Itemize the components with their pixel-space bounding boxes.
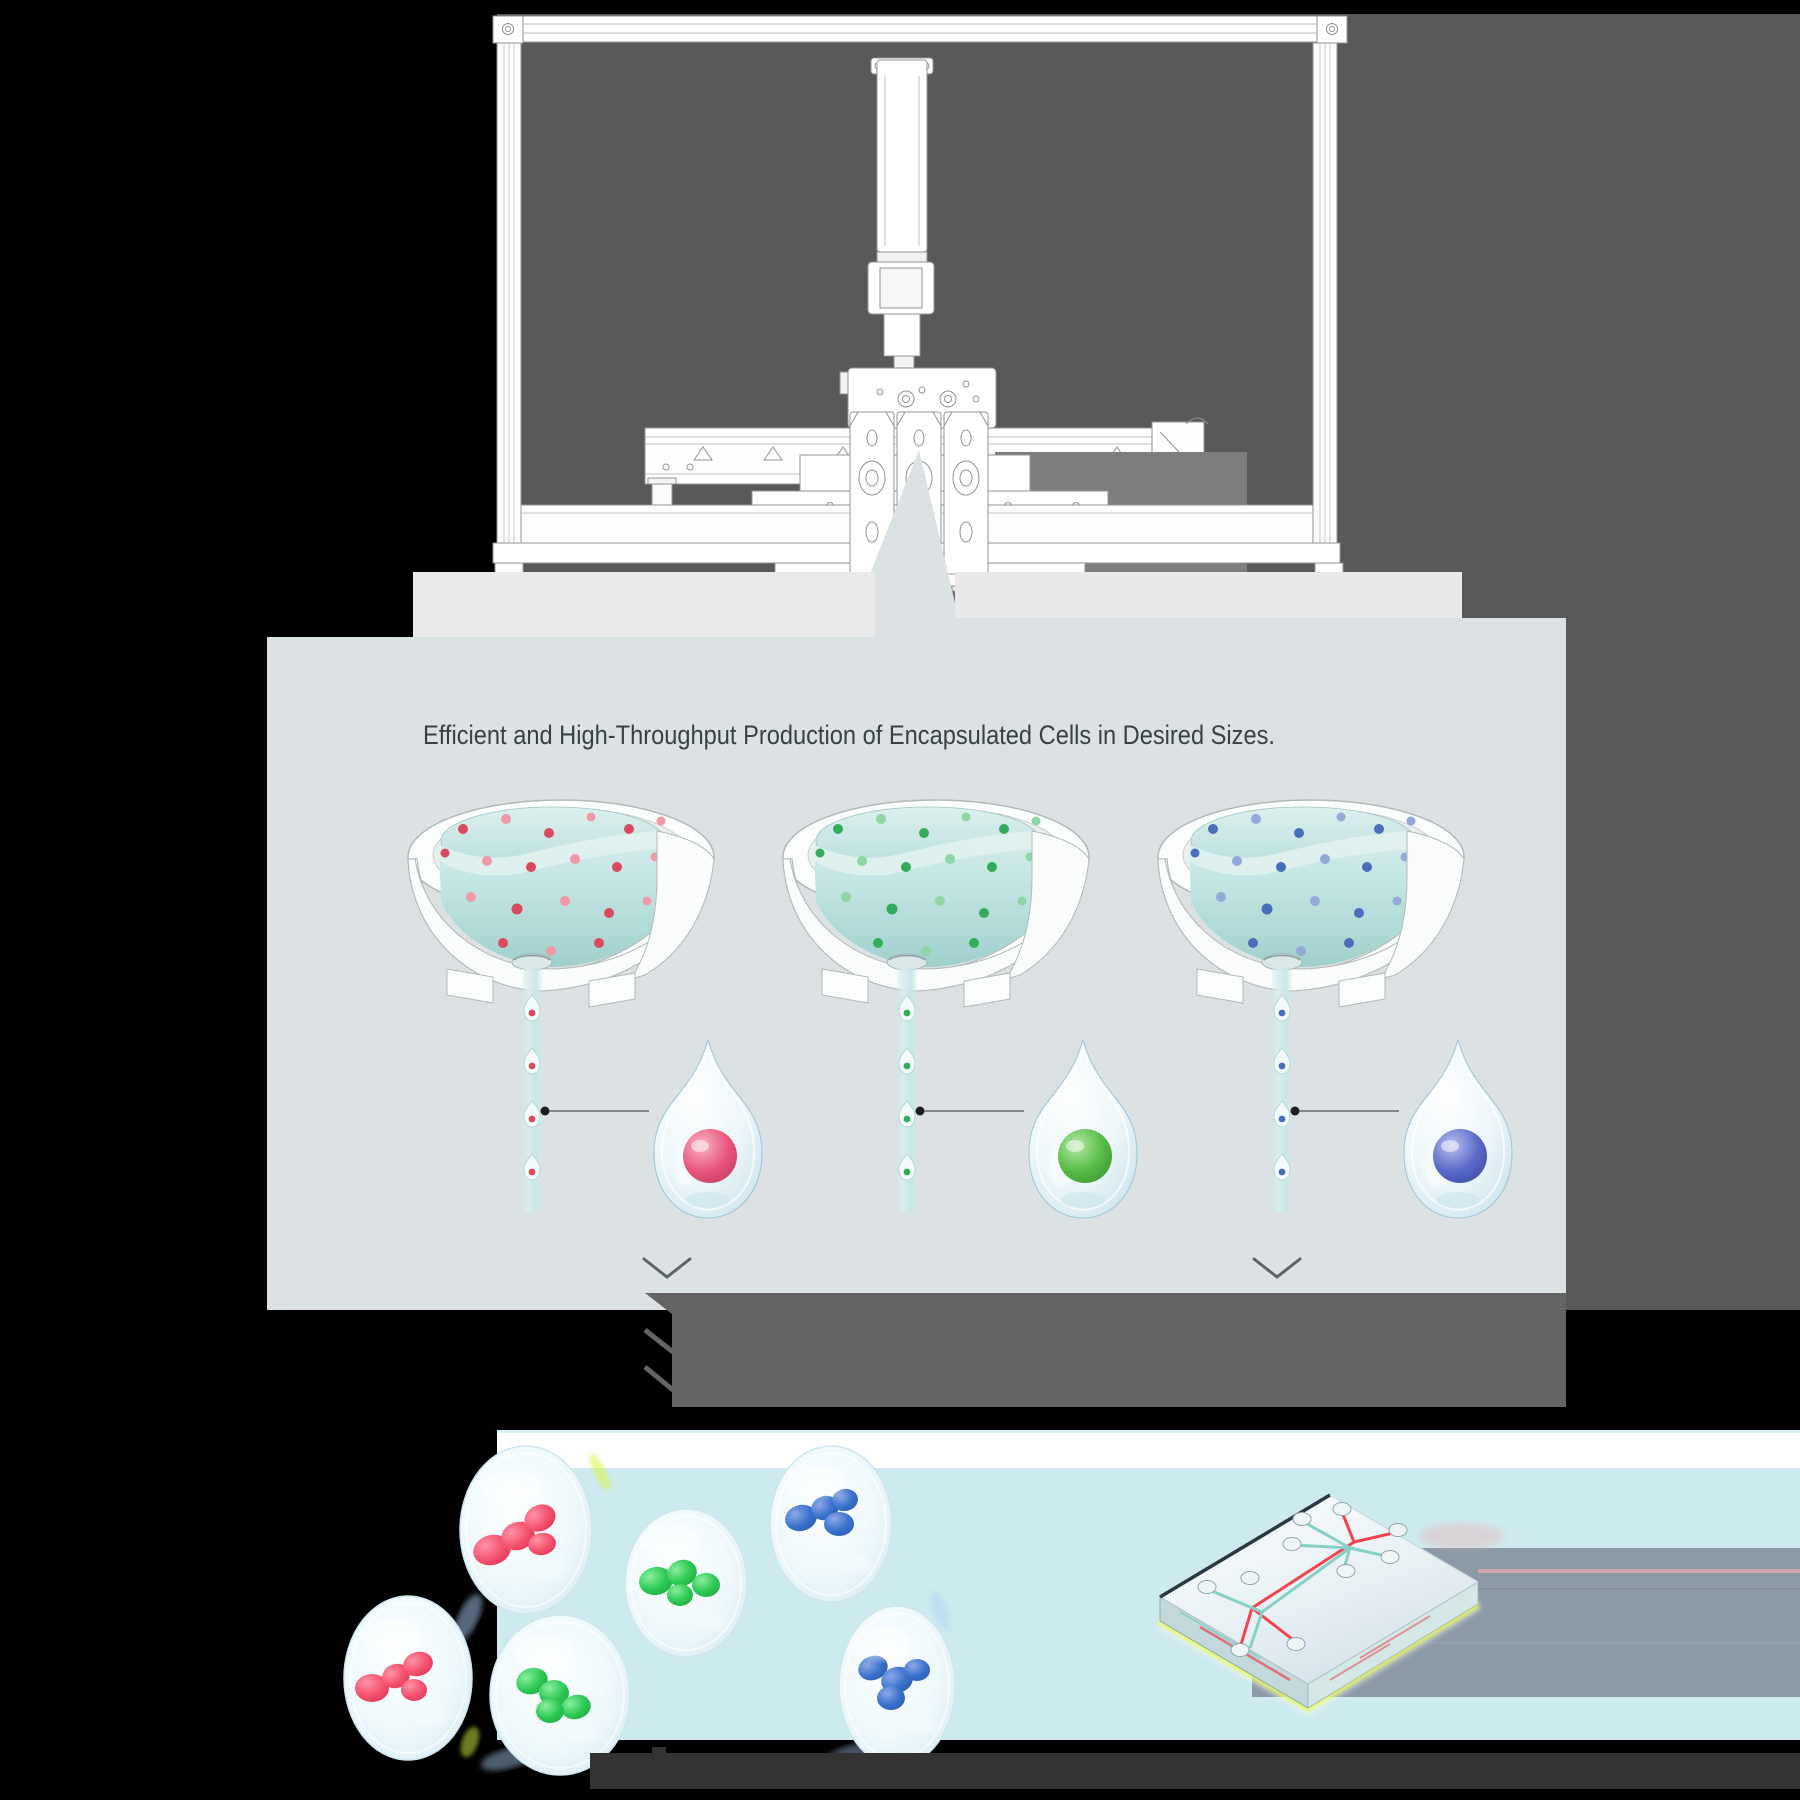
headline: Efficient and High-Throughput Production… [423, 720, 1275, 750]
chevron-down-icon [642, 1257, 692, 1279]
chip-teal-channels [1206, 1519, 1391, 1649]
droplet-stream [897, 967, 917, 1212]
chip-ports [1197, 1502, 1408, 1657]
magnified-droplet [653, 1038, 763, 1219]
station-red [407, 799, 763, 1219]
capsules-layer [343, 1445, 956, 1776]
light-strip-left [413, 572, 875, 637]
magnified-droplet [1403, 1038, 1513, 1219]
droplet-stream [1272, 967, 1292, 1212]
station-blue [1157, 799, 1513, 1219]
capsule-red-2 [343, 1595, 473, 1761]
card-white-band [497, 1433, 1800, 1468]
magnified-droplet [1028, 1038, 1138, 1219]
droplet-stream [522, 967, 542, 1212]
capsule-blue-1 [769, 1445, 893, 1603]
light-strip-right [955, 572, 1462, 618]
under-panel-block [645, 1293, 1566, 1407]
microfluidic-chip [1156, 1493, 1482, 1715]
callout-marker-dot [1290, 1106, 1300, 1116]
stations-layer [407, 799, 1513, 1219]
callout-marker-dot [915, 1106, 925, 1116]
caption-cutoff-bar [590, 1747, 1800, 1789]
callout-marker-dot [540, 1106, 550, 1116]
light-strip-right-lower [955, 618, 1566, 637]
capsule-green-2 [624, 1508, 748, 1658]
capsule-blue-2 [838, 1605, 956, 1767]
station-green [782, 799, 1138, 1219]
capsule-green-1 [489, 1614, 631, 1776]
double-chevron-down-icon [643, 1328, 675, 1392]
card-top-hairline [497, 1430, 1800, 1433]
chevron-down-icon [1252, 1257, 1302, 1279]
capsule-red-1 [459, 1445, 593, 1615]
